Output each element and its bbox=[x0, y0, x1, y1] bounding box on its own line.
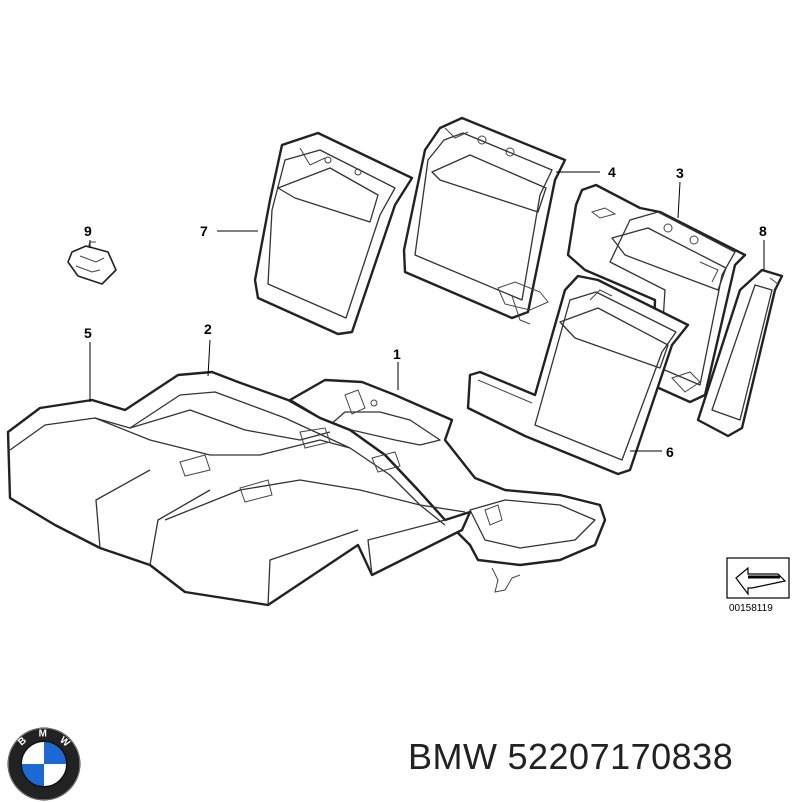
seat-cushion-part-2-5 bbox=[6, 370, 472, 607]
logo-letter-m: M bbox=[39, 729, 47, 740]
part-number: 52207170838 bbox=[507, 736, 734, 777]
bmw-logo-icon: B M W bbox=[7, 727, 81, 801]
callout-7: 7 bbox=[200, 223, 208, 239]
reference-number: 00158119 bbox=[729, 603, 773, 614]
side-bolster-part-8 bbox=[696, 268, 784, 438]
callout-2: 2 bbox=[204, 321, 212, 337]
reference-box: 00158119 bbox=[726, 557, 790, 614]
callout-8: 8 bbox=[759, 223, 767, 239]
callout-3: 3 bbox=[676, 165, 684, 181]
backrest-center-part-4 bbox=[402, 116, 567, 325]
callout-labels: 1 2 3 4 5 6 7 8 9 bbox=[84, 164, 767, 460]
callout-1: 1 bbox=[393, 346, 401, 362]
brand-name: BMW bbox=[408, 736, 498, 777]
backrest-right-part-6 bbox=[466, 274, 690, 476]
clip-part-9 bbox=[67, 241, 117, 285]
callout-5: 5 bbox=[84, 325, 92, 341]
arrow-icon bbox=[735, 566, 787, 596]
callout-4: 4 bbox=[608, 164, 616, 180]
backrest-left-part-7 bbox=[253, 131, 414, 336]
leader-lines bbox=[89, 171, 765, 452]
backrest-right-part-3 bbox=[566, 183, 747, 404]
callout-6: 6 bbox=[666, 444, 674, 460]
callout-9: 9 bbox=[84, 223, 92, 239]
